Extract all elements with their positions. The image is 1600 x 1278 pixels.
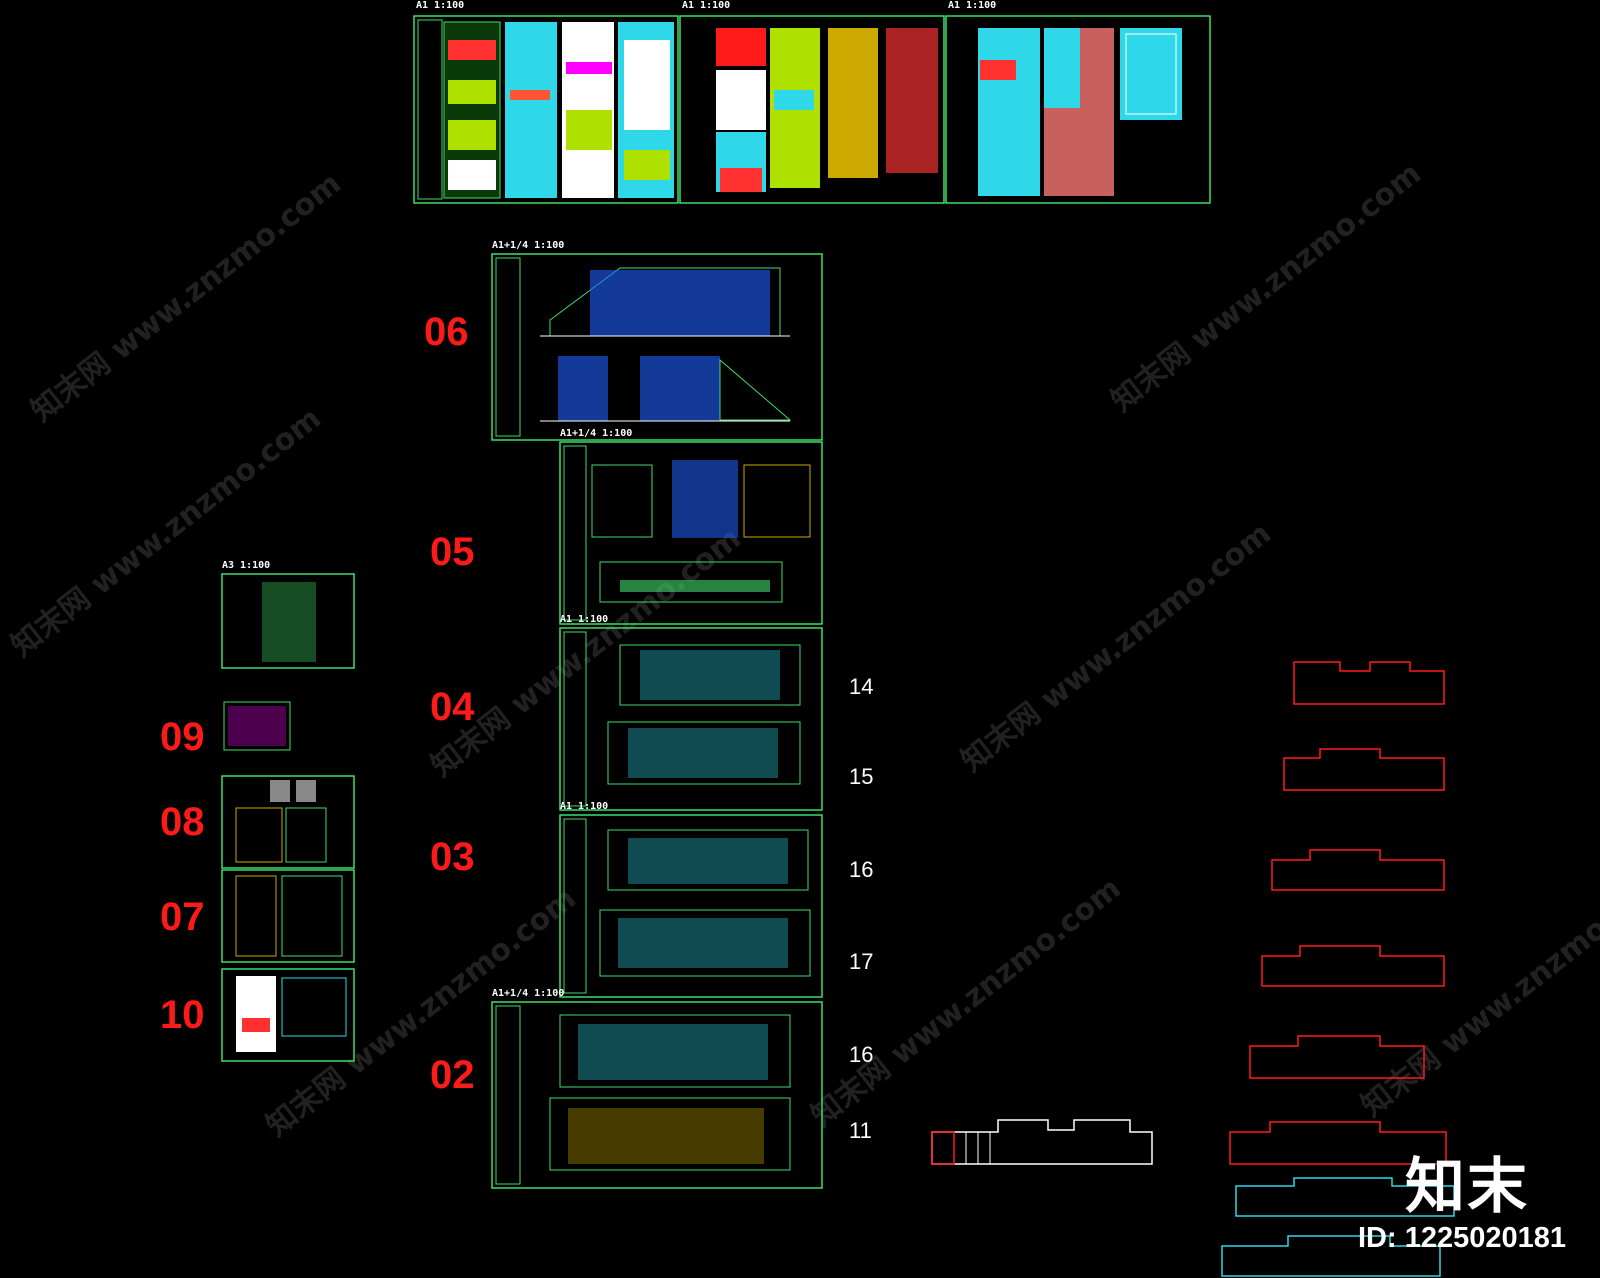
sheet-a3-title: A3 1:100 [222,560,271,571]
sheet-02[interactable] [491,1001,823,1189]
sheet-06[interactable] [491,253,823,441]
sheet-04[interactable] [559,627,823,811]
top-sheet-1-title: A1 1:100 [416,0,465,11]
floor-label-16a: 16 [849,857,874,882]
sheet-number-08: 08 [160,800,205,844]
sheet-04-title: A1 1:100 [560,614,609,625]
floor-label-16b: 16 [849,1042,874,1067]
floor-outline-lower-red[interactable] [1229,1121,1447,1165]
sheet-number-09: 09 [160,715,205,759]
sheet-03[interactable] [559,814,823,998]
image-id: ID: 1225020181 [1358,1222,1566,1254]
sheet-05[interactable] [559,441,823,625]
sheet-03-title: A1 1:100 [560,801,609,812]
top-sheet-2[interactable] [679,15,945,204]
sheet-number-07: 07 [160,895,205,939]
floor-outline-14[interactable] [1293,661,1445,705]
sheet-05-title: A1+1/4 1:100 [560,428,633,439]
sheet-number-03: 03 [430,835,475,879]
sheet-number-04: 04 [430,685,475,729]
sheet-08[interactable] [221,775,355,869]
sheet-02-title: A1+1/4 1:100 [492,988,565,999]
floor-outline-cyan-1[interactable] [1235,1177,1455,1217]
sheet-number-05: 05 [430,530,475,574]
floor-outline-16a[interactable] [1271,849,1445,891]
top-sheet-2-title: A1 1:100 [682,0,731,11]
sheet-a3[interactable] [221,573,355,669]
floor-label-17: 17 [849,949,874,974]
sheet-number-10: 10 [160,993,205,1037]
floor-outline-11[interactable] [931,1119,1153,1165]
floor-label-15: 15 [849,764,874,789]
sheet-10[interactable] [221,968,355,1062]
brand-logo-text: 知末 [1405,1152,1529,1222]
floor-outline-15[interactable] [1283,748,1445,791]
sheet-number-02: 02 [430,1053,475,1097]
top-sheet-3-title: A1 1:100 [948,0,997,11]
floor-label-11: 11 [849,1118,872,1143]
sheet-06-title: A1+1/4 1:100 [492,240,565,251]
floor-outline-17[interactable] [1261,945,1445,987]
top-sheet-3[interactable] [945,15,1211,204]
sheet-number-06: 06 [424,310,469,354]
floor-label-14: 14 [849,674,874,699]
sheet-09[interactable] [223,701,291,751]
floor-outline-16b[interactable] [1249,1035,1425,1079]
sheet-07[interactable] [221,869,355,963]
top-sheet-1[interactable] [413,15,679,204]
floor-outline-cyan-2[interactable] [1221,1235,1441,1277]
